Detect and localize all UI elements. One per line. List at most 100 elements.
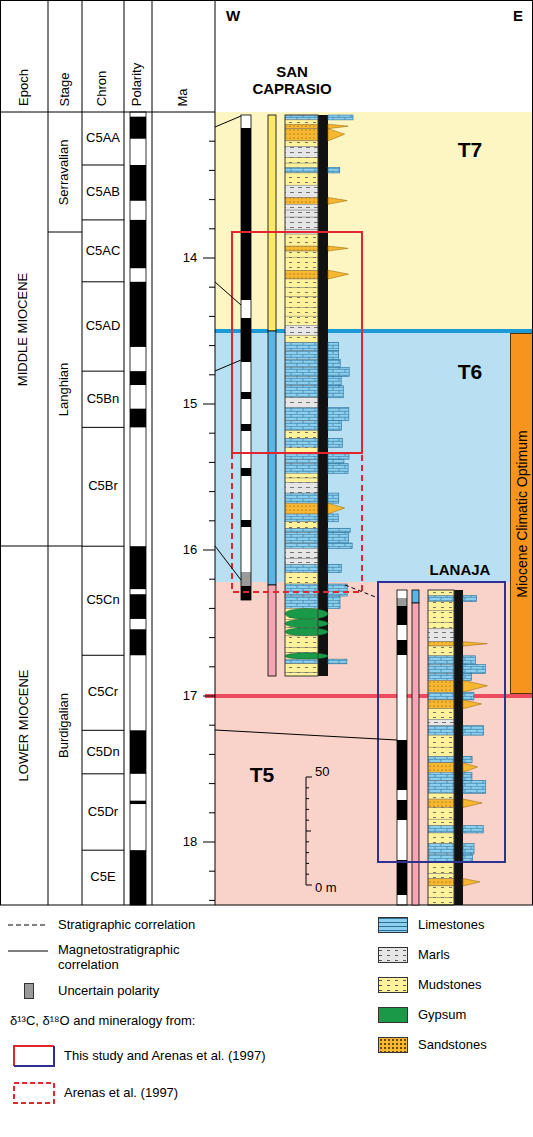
- bed: [285, 234, 318, 246]
- bed: [428, 590, 454, 595]
- polarity-interval: [397, 820, 407, 860]
- limestone-bed: [328, 464, 348, 474]
- sandstone-wedge: [463, 680, 487, 692]
- legend-text: Uncertain polarity: [58, 984, 159, 999]
- normal-polarity: [130, 282, 146, 347]
- gypsum-lens: [285, 619, 328, 628]
- chron-name: C5Cn: [86, 593, 119, 608]
- limestone-bed: [328, 493, 339, 503]
- polarity-interval: [241, 392, 251, 399]
- chron-boundary: [82, 655, 124, 656]
- sample-box: [378, 582, 505, 862]
- bed: [285, 533, 318, 544]
- chron-name: C5AD: [86, 319, 121, 334]
- age-value: 14: [183, 251, 197, 266]
- unit-column: [268, 331, 276, 585]
- column-header: Epoch: [17, 69, 32, 106]
- legend-text: Marls: [418, 948, 450, 963]
- bed: [285, 386, 318, 398]
- polarity-interval: [397, 598, 407, 606]
- bed: [428, 862, 454, 874]
- climatic-optimum-bar: Miocene Climatic Optimum: [510, 333, 533, 694]
- minor-tick: [209, 462, 215, 463]
- bed: [428, 646, 454, 656]
- limestone-bed: [328, 543, 352, 548]
- limestone-bed: [463, 726, 484, 735]
- bed: [285, 398, 318, 408]
- bed: [285, 558, 318, 564]
- limestone-bed: [328, 659, 347, 664]
- bed: [285, 473, 318, 478]
- bed: [428, 622, 454, 629]
- minor-tick: [209, 725, 215, 726]
- normal-polarity: [130, 629, 146, 655]
- polarity-interval: [397, 655, 407, 740]
- magnetostratigraphy-column: [241, 115, 251, 600]
- legend-swatch: [378, 1037, 408, 1053]
- bed: [285, 664, 318, 673]
- bed: [428, 709, 454, 720]
- bed: [428, 886, 454, 898]
- bar-label: Miocene Climatic Optimum: [514, 430, 530, 597]
- bed: [285, 459, 318, 463]
- normal-polarity: [130, 220, 146, 268]
- polarity-interval: [241, 520, 251, 527]
- bed: [285, 478, 318, 482]
- bed: [285, 297, 318, 308]
- normal-polarity: [130, 409, 146, 428]
- bed: [428, 756, 454, 762]
- bed: [285, 420, 318, 430]
- bed: [285, 158, 318, 163]
- bed: [285, 335, 318, 342]
- unit-column: [412, 590, 419, 603]
- polarity-interval: [397, 625, 407, 640]
- limestone-bed: [328, 533, 349, 544]
- bed: [285, 636, 318, 648]
- age-value: 18: [183, 835, 197, 850]
- minor-tick: [209, 666, 215, 667]
- limestone-bed: [328, 514, 338, 522]
- legend-dashed-line: [8, 925, 48, 926]
- limestone-bed: [328, 438, 343, 447]
- limestone-bed: [463, 674, 471, 681]
- major-tick: [203, 550, 215, 551]
- bed: [428, 642, 454, 646]
- polarity-interval: [241, 318, 251, 362]
- bed: [285, 584, 318, 596]
- limestone-bed: [328, 596, 340, 608]
- minor-tick: [209, 871, 215, 872]
- legend-text: Limestones: [418, 918, 484, 933]
- age-marker-line: [205, 694, 533, 698]
- chron-name: C5Dn: [86, 745, 119, 760]
- limestone-bed: [463, 772, 472, 780]
- bed: [428, 898, 454, 905]
- bed: [285, 464, 318, 474]
- normal-polarity: [130, 730, 146, 774]
- bed: [285, 279, 318, 287]
- bed: [285, 246, 318, 251]
- bed: [285, 204, 318, 210]
- sequence-band: T6: [215, 331, 533, 582]
- stage-name: Burdigalian: [58, 692, 73, 757]
- stage-name: Serravalian: [58, 139, 73, 205]
- bed: [428, 680, 454, 692]
- legend-swatch: [24, 983, 34, 999]
- normal-polarity: [130, 117, 146, 139]
- bed: [285, 173, 318, 185]
- bed: [428, 602, 454, 611]
- major-tick: [203, 696, 215, 697]
- bed: [285, 185, 318, 197]
- minor-tick: [209, 433, 215, 434]
- minor-tick: [209, 374, 215, 375]
- legend-text: Sandstones: [418, 1038, 487, 1053]
- polarity-interval: [397, 740, 407, 790]
- sandstone-wedge: [328, 503, 345, 514]
- chron-boundary: [82, 281, 124, 282]
- polarity-interval: [397, 640, 407, 655]
- legend-text: Mudstones: [418, 978, 482, 993]
- polarity-interval: [241, 115, 251, 128]
- polarity-interval: [397, 800, 407, 820]
- limestone-bed: [463, 595, 477, 601]
- limestone-bed: [463, 854, 473, 862]
- minor-tick: [209, 608, 215, 609]
